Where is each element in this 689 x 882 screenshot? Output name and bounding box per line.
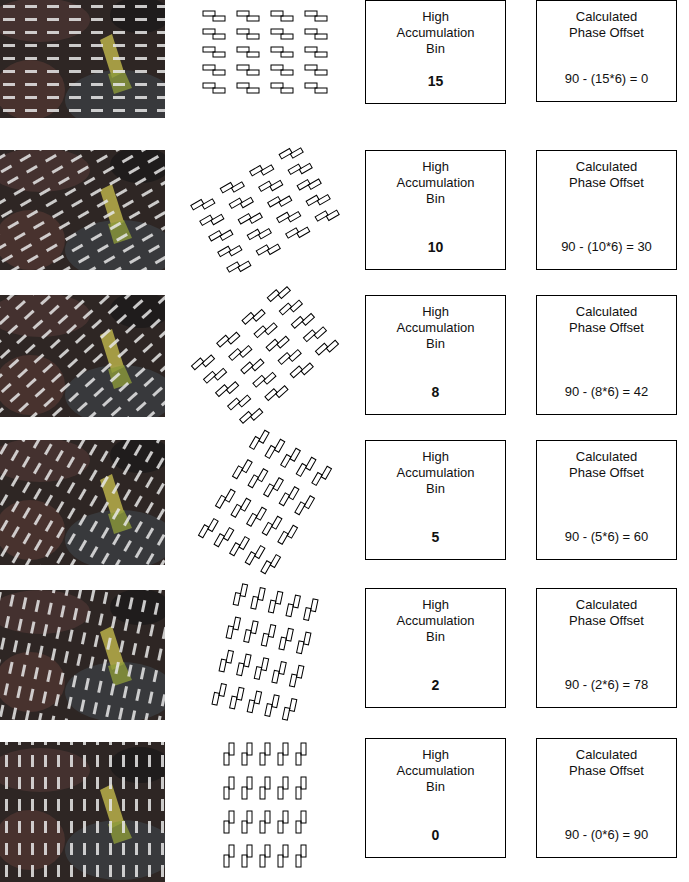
photo [0,295,165,417]
bin-box: High Accumulation Bin 15 [365,0,506,104]
bin-number: 2 [432,677,440,693]
box-heading: High Accumulation Bin [390,9,482,57]
box-heading: Calculated Phase Offset [561,9,653,41]
photo [0,590,165,720]
phase-offset-box: Calculated Phase Offset 90 - (2*6) = 78 [536,588,677,708]
bin-box: High Accumulation Bin 8 [365,295,506,415]
box-heading: Calculated Phase Offset [561,449,653,481]
formula: 90 - (2*6) = 78 [565,677,648,693]
pattern-grid [203,11,327,93]
bin-number: 5 [432,529,440,545]
phase-offset-box: Calculated Phase Offset 90 - (0*6) = 90 [536,738,677,858]
formula: 90 - (0*6) = 90 [565,827,648,843]
phase-offset-box: Calculated Phase Offset 90 - (15*6) = 0 [536,0,677,102]
box-heading: High Accumulation Bin [390,747,482,795]
formula: 90 - (8*6) = 42 [565,384,648,400]
photo [0,440,165,565]
box-heading: Calculated Phase Offset [561,159,653,191]
box-heading: High Accumulation Bin [390,159,482,207]
box-heading: Calculated Phase Offset [561,304,653,336]
pattern-grid [212,583,318,721]
formula: 90 - (10*6) = 30 [561,239,652,255]
bin-number: 8 [432,384,440,400]
pattern-grid [224,743,306,867]
phase-offset-box: Calculated Phase Offset 90 - (5*6) = 60 [536,440,677,560]
bin-box: High Accumulation Bin 10 [365,150,506,270]
bin-number: 10 [428,239,444,255]
formula: 90 - (15*6) = 0 [565,71,648,87]
photo [0,742,165,882]
bin-box: High Accumulation Bin 2 [365,588,506,708]
pattern-grid [198,428,331,576]
bin-box: High Accumulation Bin 0 [365,738,506,858]
box-heading: High Accumulation Bin [390,597,482,645]
phase-offset-box: Calculated Phase Offset 90 - (8*6) = 42 [536,295,677,415]
phase-offset-box: Calculated Phase Offset 90 - (10*6) = 30 [536,150,677,270]
bin-box: High Accumulation Bin 5 [365,440,506,560]
formula: 90 - (5*6) = 60 [565,529,648,545]
box-heading: Calculated Phase Offset [561,747,653,779]
pattern-grid [191,283,338,427]
box-heading: High Accumulation Bin [390,304,482,352]
bin-number: 0 [432,827,440,843]
box-heading: High Accumulation Bin [390,449,482,497]
photo [0,0,165,118]
pattern-grid [191,143,339,276]
bin-number: 15 [428,73,444,89]
photo [0,150,165,270]
box-heading: Calculated Phase Offset [561,597,653,629]
